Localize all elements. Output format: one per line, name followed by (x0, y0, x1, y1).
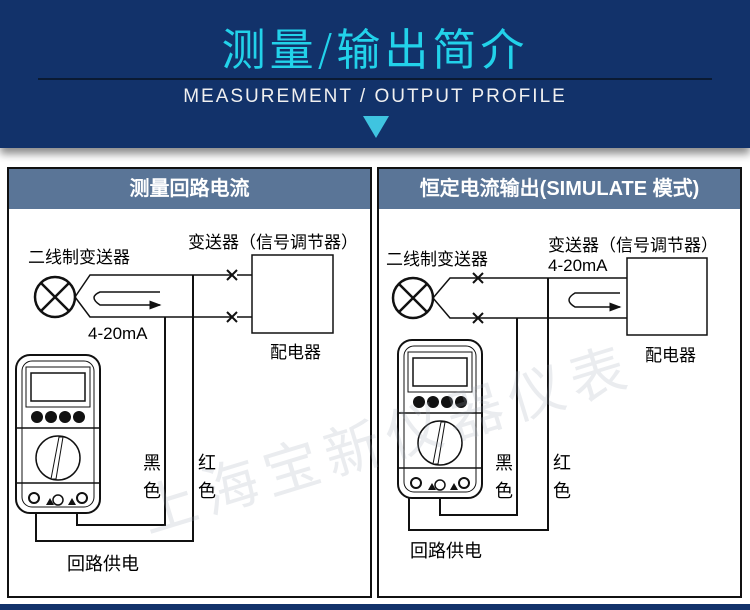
lamp-icon (33, 275, 77, 319)
left-diagram (15, 254, 334, 542)
terminal-x-icon (226, 269, 238, 323)
red-label-2: 色 (198, 481, 216, 502)
section-subtitle: MEASUREMENT / OUTPUT PROFILE (183, 86, 567, 107)
red-lead (35, 275, 194, 542)
black-label-1: 黑 (495, 453, 513, 474)
section-title: 测量/输出简介 (221, 25, 529, 76)
distributor-label: 配电器 (270, 343, 321, 363)
panel-title: 恒定电流输出(SIMULATE 模式) (379, 169, 740, 209)
down-triangle-icon (363, 116, 389, 138)
black-label-2: 色 (143, 481, 161, 502)
terminal-x-icon (472, 272, 484, 324)
conditioner-label: 变送器（信号调节器） (548, 236, 718, 256)
loop-power-label: 回路供电 (410, 541, 482, 562)
transmitter-label: 二线制变送器 (386, 250, 488, 270)
loop-power-label: 回路供电 (67, 554, 139, 575)
black-label-2: 色 (495, 481, 513, 502)
red-lead-label: 红色 (553, 450, 571, 506)
red-label-1: 红 (198, 453, 216, 474)
footer-band (0, 604, 750, 610)
distributor-box (251, 254, 334, 334)
red-lead (408, 278, 549, 531)
current-label: 4-20mA (548, 256, 608, 275)
black-lead-label: 黑色 (143, 450, 161, 506)
black-lead-label: 黑色 (495, 450, 513, 506)
black-lead (439, 318, 518, 516)
panel-title: 测量回路电流 (9, 169, 370, 209)
divider (38, 78, 712, 80)
transmitter-label: 二线制变送器 (28, 248, 130, 268)
conditioner-label: 变送器（信号调节器） (188, 233, 358, 253)
distributor-box (626, 257, 708, 336)
measure-loop-current-panel: 测量回路电流 (7, 167, 372, 598)
red-label-1: 红 (553, 453, 571, 474)
simulate-output-panel: 恒定电流输出(SIMULATE 模式) (377, 167, 742, 598)
right-diagram (391, 257, 708, 531)
red-lead-label: 红色 (198, 450, 216, 506)
multimeter-icon (15, 354, 101, 514)
black-label-1: 黑 (143, 453, 161, 474)
section-header: 测量/输出简介 MEASUREMENT / OUTPUT PROFILE (0, 0, 750, 148)
current-arrow (568, 292, 622, 312)
current-label: 4-20mA (88, 324, 148, 343)
current-arrow (93, 291, 162, 310)
red-label-2: 色 (553, 481, 571, 502)
distributor-label: 配电器 (645, 346, 696, 366)
lamp-icon (391, 276, 435, 320)
